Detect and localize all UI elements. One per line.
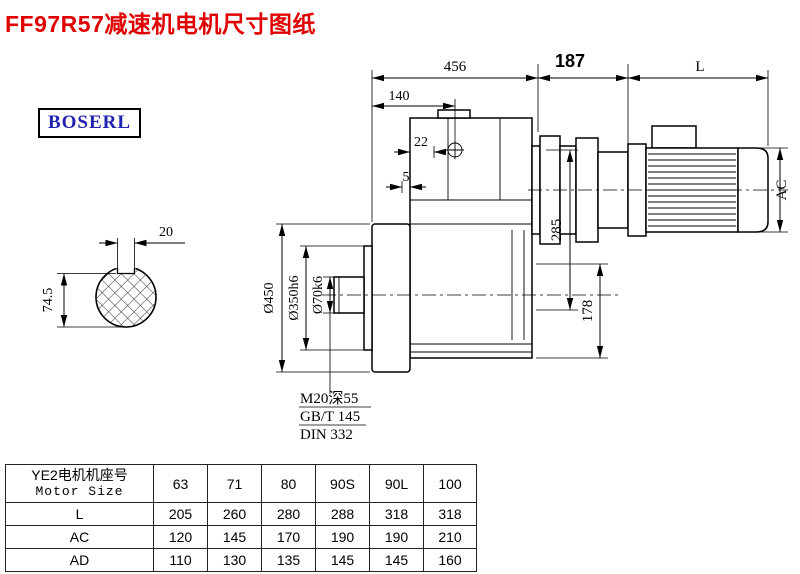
- table-row-AD: AD 110 130 135 145 145 160: [5, 548, 477, 572]
- gear-housing: [409, 117, 533, 359]
- dimensions: [57, 64, 788, 426]
- note-gbt: GB/T 145: [300, 409, 360, 425]
- size-col: 90L: [369, 464, 424, 503]
- cell: 210: [423, 525, 477, 549]
- cell: 135: [261, 548, 316, 572]
- shaft-section-detail: [95, 263, 157, 328]
- table-row-AC: AC 120 145 170 190 190 210: [5, 525, 477, 549]
- size-col: 71: [207, 464, 262, 503]
- motor-size-table: YE2电机机座号 Motor Size 63 71 80 90S 90L 100…: [5, 464, 477, 572]
- dim-dia70: Ø70k6: [311, 276, 326, 314]
- dim-AC: AC: [774, 180, 790, 201]
- header-motor-size: YE2电机机座号 Motor Size: [5, 464, 154, 503]
- row-label: L: [5, 502, 154, 526]
- dim-20: 20: [159, 225, 173, 240]
- dimension-labels: 456 187 L 140 22 5 20 74.5 Ø450 Ø350h6 Ø…: [41, 51, 790, 443]
- header-en: Motor Size: [35, 484, 124, 500]
- output-flange: [371, 223, 411, 373]
- row-label: AD: [5, 548, 154, 572]
- cell: 130: [207, 548, 262, 572]
- dim-187: 187: [555, 51, 585, 71]
- cell: 160: [423, 548, 477, 572]
- cell: 205: [153, 502, 208, 526]
- page-title: FF97R57减速机电机尺寸图纸: [5, 11, 316, 37]
- terminal-box: [651, 125, 697, 149]
- dim-178: 178: [580, 300, 596, 323]
- cell: 318: [423, 502, 477, 526]
- size-col: 63: [153, 464, 208, 503]
- dim-456: 456: [444, 59, 467, 75]
- table-row-L: L 205 260 280 288 318 318: [5, 502, 477, 526]
- brand-logo: BOSERL: [38, 108, 141, 138]
- dim-dia450: Ø450: [262, 282, 277, 313]
- cell: 288: [315, 502, 370, 526]
- motor-fins: [648, 153, 736, 227]
- cell: 190: [315, 525, 370, 549]
- flange-spigot: [363, 245, 373, 351]
- dim-L: L: [695, 59, 704, 75]
- size-col: 100: [423, 464, 477, 503]
- top-boss: [437, 109, 471, 119]
- housing-ribs: [410, 118, 532, 353]
- dim-22: 22: [414, 135, 428, 150]
- row-label: AC: [5, 525, 154, 549]
- cell: 260: [207, 502, 262, 526]
- cell: 110: [153, 548, 208, 572]
- size-col: 80: [261, 464, 316, 503]
- dim-74-5: 74.5: [41, 288, 56, 313]
- cell: 280: [261, 502, 316, 526]
- dim-5: 5: [403, 170, 410, 185]
- cell: 190: [369, 525, 424, 549]
- keyway: [116, 268, 136, 275]
- dim-dia350: Ø350h6: [287, 275, 302, 320]
- cell: 145: [207, 525, 262, 549]
- cell: 145: [315, 548, 370, 572]
- cell: 145: [369, 548, 424, 572]
- table-header-row: YE2电机机座号 Motor Size 63 71 80 90S 90L 100: [5, 464, 477, 503]
- header-cn: YE2电机机座号: [31, 466, 128, 483]
- dim-140: 140: [389, 89, 410, 104]
- cell: 318: [369, 502, 424, 526]
- note-din: DIN 332: [300, 427, 353, 443]
- dim-285: 285: [549, 219, 565, 242]
- size-col: 90S: [315, 464, 370, 503]
- note-m20: M20深55: [300, 390, 358, 407]
- cell: 170: [261, 525, 316, 549]
- cell: 120: [153, 525, 208, 549]
- technical-drawing: 456 187 L 140 22 5 20 74.5 Ø450 Ø350h6 Ø…: [41, 51, 790, 443]
